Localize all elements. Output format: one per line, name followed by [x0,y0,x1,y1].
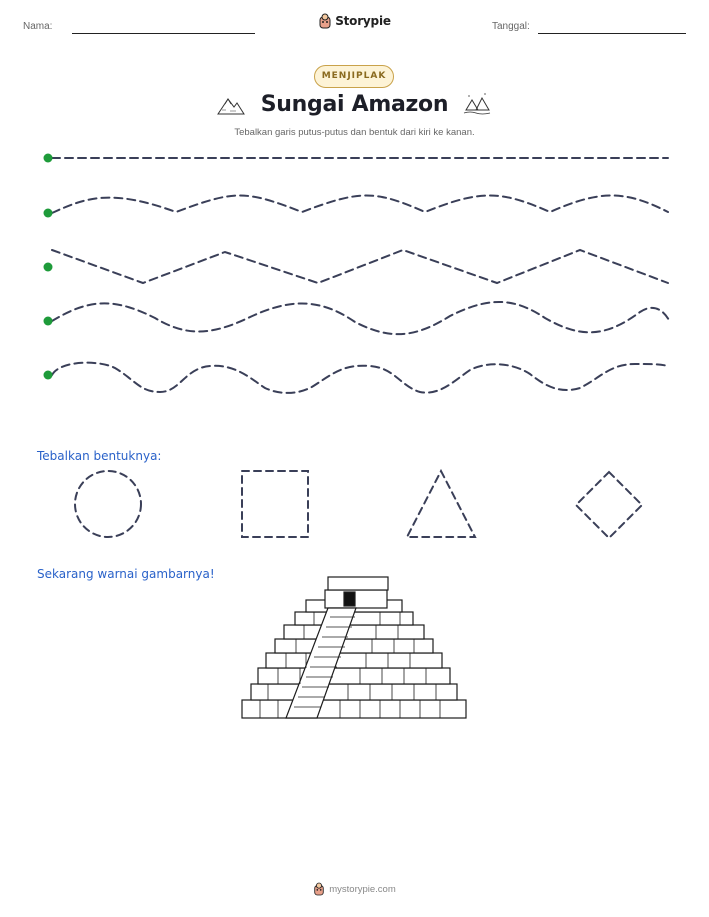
trace-shape-square[interactable] [241,470,309,538]
date-line[interactable] [538,33,686,34]
instructions: Tebalkan garis putus-putus dan bentuk da… [234,127,475,138]
color-heading: Sekarang warnai gambarnya! [37,567,215,581]
shapes-heading: Tebalkan bentuknya: [37,449,162,463]
activity-badge: MENJIPLAK [314,65,394,88]
footer-url[interactable]: mystorypie.com [329,883,396,895]
name-label: Nama: [23,21,53,32]
trace-shape-diamond[interactable] [574,470,644,540]
start-dot [43,316,53,326]
brand: Storypie [0,13,709,33]
name-line[interactable] [72,33,255,34]
start-dot [43,262,53,272]
trace-line-wave-small[interactable] [51,361,669,394]
pyramid-details [259,612,441,718]
brand-name: Storypie [335,14,391,28]
start-dot [43,208,53,218]
footer: mystorypie.com [0,881,709,900]
pyramid-landscape-icon [463,93,491,115]
pyramid-temple-image[interactable] [241,576,467,719]
trace-line-wave-medium[interactable] [51,300,671,336]
page-title: Sungai Amazon [260,92,449,117]
mountain-icon [217,98,245,115]
trace-shape-triangle[interactable] [405,468,477,538]
storypie-logo-icon [319,13,331,29]
trace-line-zigzag[interactable] [51,248,669,285]
start-dot [43,370,53,380]
trace-line-wave-large[interactable] [51,194,669,214]
date-label: Tanggal: [492,21,530,32]
storypie-logo-icon [314,882,324,896]
trace-shape-circle[interactable] [74,470,142,538]
start-dot [43,153,53,163]
